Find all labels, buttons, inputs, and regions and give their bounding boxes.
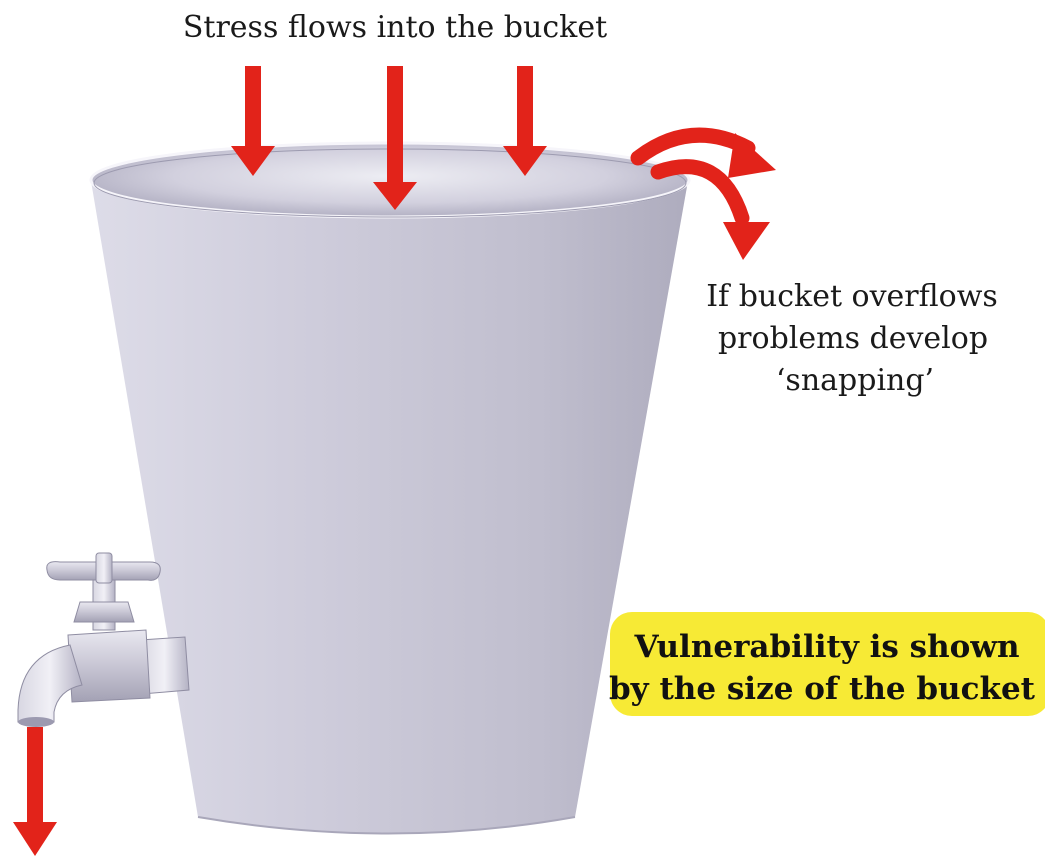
vulnerability-highlight: [610, 612, 1045, 716]
down-arrow-icon: [373, 66, 417, 210]
curved-overflow-arrow-icon: [650, 159, 770, 260]
down-arrow-icon: [231, 66, 275, 176]
overflow-label-line-2: problems develop: [718, 321, 988, 356]
vulnerability-label-line-2: by the size of the bucket: [609, 671, 1036, 707]
curved-overflow-arrow-icon: [630, 127, 776, 178]
tap-icon: [17, 552, 190, 727]
bucket-icon: [89, 141, 691, 835]
vulnerability-label-line-1: Vulnerability is shown: [633, 629, 1019, 665]
stress-inflow-label: Stress flows into the bucket: [183, 10, 607, 45]
down-arrow-icon: [13, 727, 57, 856]
overflow-label-line-1: If bucket overflows: [706, 279, 998, 314]
overflow-label-line-3: ‘snapping’: [776, 363, 934, 398]
down-arrow-icon: [503, 66, 547, 176]
